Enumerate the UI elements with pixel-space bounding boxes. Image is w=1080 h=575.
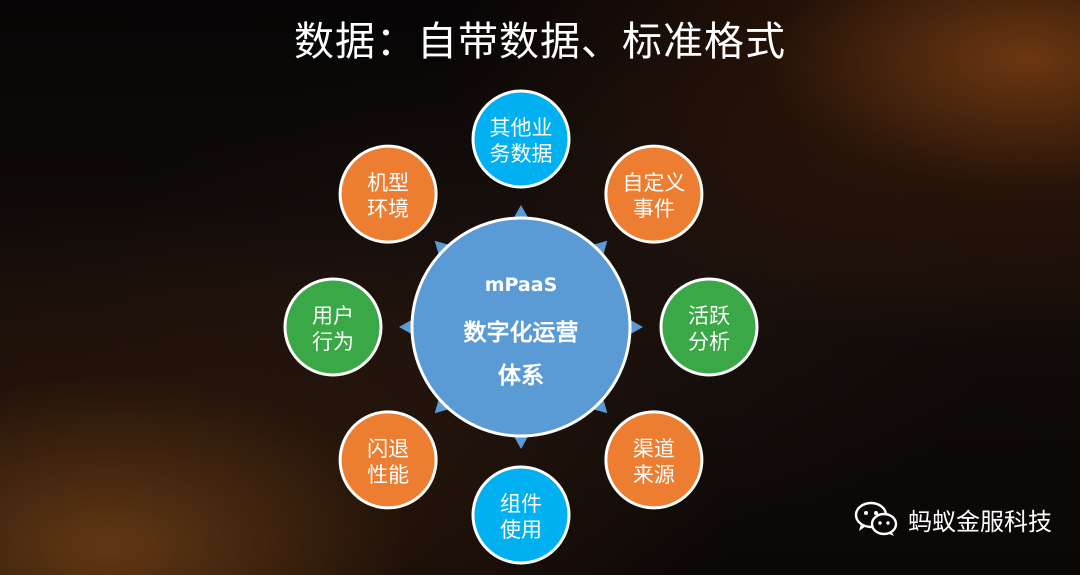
slide-title: 数据：自带数据、标准格式: [294, 19, 786, 65]
node-circle: [659, 277, 759, 377]
node-label-line: 自定义: [622, 171, 685, 195]
center-line-1: mPaaS: [485, 274, 558, 296]
node-label-line: 其他业: [490, 116, 553, 140]
node-label-line: 行为: [312, 330, 354, 354]
node-label-line: 环境: [367, 197, 409, 221]
node-label-line: 用户: [312, 304, 354, 328]
node-label-line: 使用: [500, 518, 542, 542]
node-circle: [604, 144, 704, 244]
node-label-line: 务数据: [490, 142, 553, 166]
node-circle: [338, 144, 438, 244]
node-label-line: 来源: [633, 463, 675, 487]
node-label-line: 事件: [633, 197, 675, 221]
center-node: mPaaS 数字化运营 体系: [410, 216, 632, 438]
center-circle: [410, 216, 632, 438]
center-line-3: 体系: [498, 363, 544, 389]
center-line-2: 数字化运营: [464, 319, 579, 346]
node-label-line: 机型: [367, 171, 409, 195]
watermark: 蚂蚁金服科技: [854, 497, 1052, 541]
watermark-text: 蚂蚁金服科技: [908, 507, 1052, 536]
node-label-line: 渠道: [633, 437, 675, 461]
node-circle: [471, 89, 571, 189]
node-label-line: 组件: [500, 492, 542, 516]
node-label-line: 活跃: [688, 304, 730, 328]
wechat-icon: [854, 501, 898, 536]
node-label-line: 闪退: [367, 437, 409, 461]
node-circle: [471, 465, 571, 565]
node-circle: [283, 277, 383, 377]
node-circle: [604, 410, 704, 510]
node-label-line: 性能: [367, 463, 409, 487]
node-label-line: 分析: [688, 330, 730, 354]
node-circle: [338, 410, 438, 510]
